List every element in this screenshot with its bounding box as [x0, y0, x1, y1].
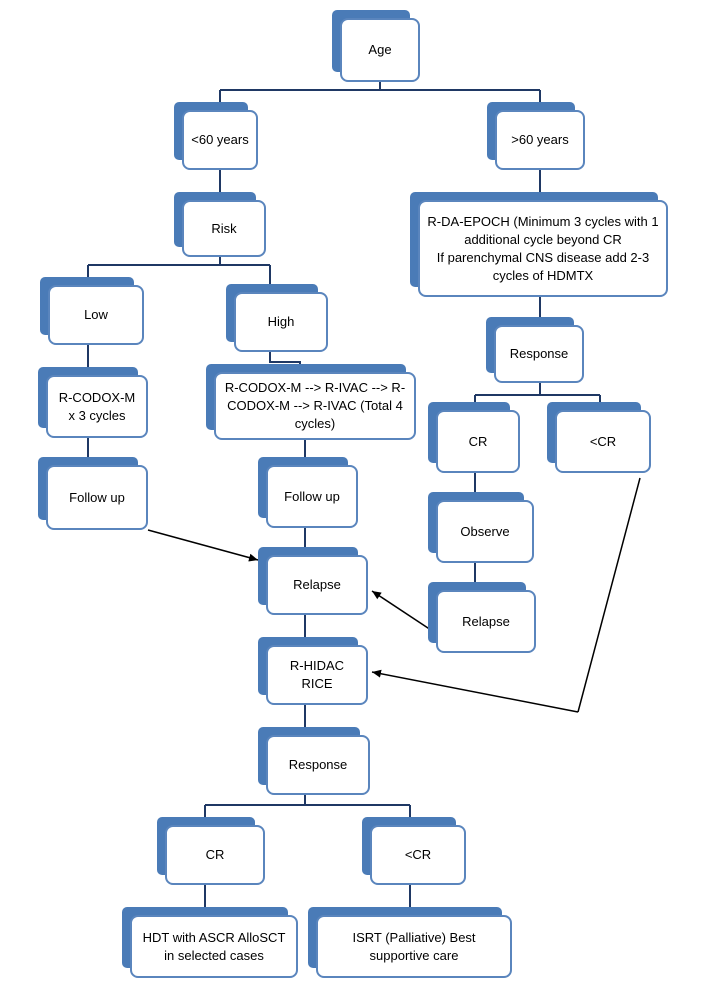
node-box: Relapse	[436, 590, 536, 653]
node-follow-up-high: Follow up	[258, 457, 358, 528]
node-cr-bottom: CR	[157, 817, 265, 885]
node-response-bottom: Response	[258, 727, 370, 795]
node-box: Risk	[182, 200, 266, 257]
node-label: <CR	[589, 433, 617, 449]
node-label: High	[267, 314, 295, 329]
node-box: R-HIDAC RICE	[266, 645, 368, 705]
node-box: Relapse	[266, 555, 368, 615]
node-r-codox-m-ivac-high: R-CODOX-M --> R-IVAC --> R-CODOX-M --> R…	[206, 364, 416, 440]
node-box: Response	[494, 325, 584, 383]
node-high-risk: High	[226, 284, 328, 352]
node-box: CR	[165, 825, 265, 885]
node-label: CR	[468, 433, 488, 449]
node-label: CR	[205, 847, 225, 862]
node-response-over60: Response	[486, 317, 584, 383]
node-label: HDT with ASCR AlloSCT in selected cases	[142, 929, 286, 963]
arrow-relapse-right-to-relapse	[371, 590, 435, 633]
node-label: Relapse	[462, 613, 510, 629]
node-box: CR	[436, 410, 520, 473]
node-observe: Observe	[428, 492, 534, 563]
node-cr-over60: CR	[428, 402, 520, 473]
node-risk: Risk	[174, 192, 266, 257]
node-r-codox-m-low: R-CODOX-M x 3 cycles	[38, 367, 148, 438]
node-box: Follow up	[266, 465, 358, 528]
node-box: R-CODOX-M --> R-IVAC --> R-CODOX-M --> R…	[214, 372, 416, 440]
node-under-60-years: <60 years	[174, 102, 258, 170]
node-label: Low	[84, 307, 108, 322]
node-label: Age	[368, 42, 392, 57]
node-label: <CR	[404, 847, 432, 862]
node-relapse-right: Relapse	[428, 582, 536, 653]
node-over-60-years: >60 years	[487, 102, 585, 170]
node-relapse-center: Relapse	[258, 547, 368, 615]
node-label: Follow up	[69, 489, 125, 505]
node-less-than-cr-over60: <CR	[547, 402, 651, 473]
node-box: Age	[340, 18, 420, 82]
node-box: HDT with ASCR AlloSCT in selected cases	[130, 915, 298, 978]
node-box: Follow up	[46, 465, 148, 530]
node-follow-up-low: Follow up	[38, 457, 148, 530]
node-r-da-epoch: R-DA-EPOCH (Minimum 3 cycles with 1 addi…	[410, 192, 668, 297]
node-box: Response	[266, 735, 370, 795]
node-label: Response	[509, 346, 569, 361]
node-box: High	[234, 292, 328, 352]
node-box: Observe	[436, 500, 534, 563]
node-label: RICE	[301, 676, 333, 691]
node-label: ISRT (Palliative) Best supportive care	[352, 929, 476, 963]
node-label: Observe	[460, 523, 510, 539]
arrow-followup-low-to-relapse	[147, 529, 259, 562]
node-label: R-CODOX-M --> R-IVAC --> R-CODOX-M --> R…	[224, 380, 406, 431]
node-label: R-HIDAC	[289, 658, 345, 673]
node-label: Risk	[211, 220, 237, 236]
arrow-to-hidac	[371, 669, 579, 713]
node-less-than-cr-bottom: <CR	[362, 817, 466, 885]
node-label: R-DA-EPOCH (Minimum 3 cycles with 1 addi…	[427, 213, 659, 247]
node-r-hidac-rice: R-HIDAC RICE	[258, 637, 368, 705]
node-box: R-DA-EPOCH (Minimum 3 cycles with 1 addi…	[418, 200, 668, 297]
node-label: Follow up	[284, 488, 340, 504]
node-label: Response	[288, 757, 348, 772]
node-box: <CR	[370, 825, 466, 885]
node-box: Low	[48, 285, 144, 345]
node-box: <CR	[555, 410, 651, 473]
node-low-risk: Low	[40, 277, 144, 345]
node-isrt-supportive: ISRT (Palliative) Best supportive care	[308, 907, 512, 978]
node-label: R-CODOX-M x 3 cycles	[58, 389, 136, 423]
node-label: Relapse	[293, 577, 341, 592]
arrow-lt-cr-top-to-turn	[577, 477, 641, 713]
node-age: Age	[332, 10, 420, 82]
node-hdt-ascr: HDT with ASCR AlloSCT in selected cases	[122, 907, 298, 978]
node-label: If parenchymal CNS disease add 2-3 cycle…	[436, 249, 650, 283]
node-box: >60 years	[495, 110, 585, 170]
node-label: >60 years	[511, 132, 569, 147]
node-label: <60 years	[191, 132, 249, 147]
node-box: <60 years	[182, 110, 258, 170]
node-box: ISRT (Palliative) Best supportive care	[316, 915, 512, 978]
node-box: R-CODOX-M x 3 cycles	[46, 375, 148, 438]
